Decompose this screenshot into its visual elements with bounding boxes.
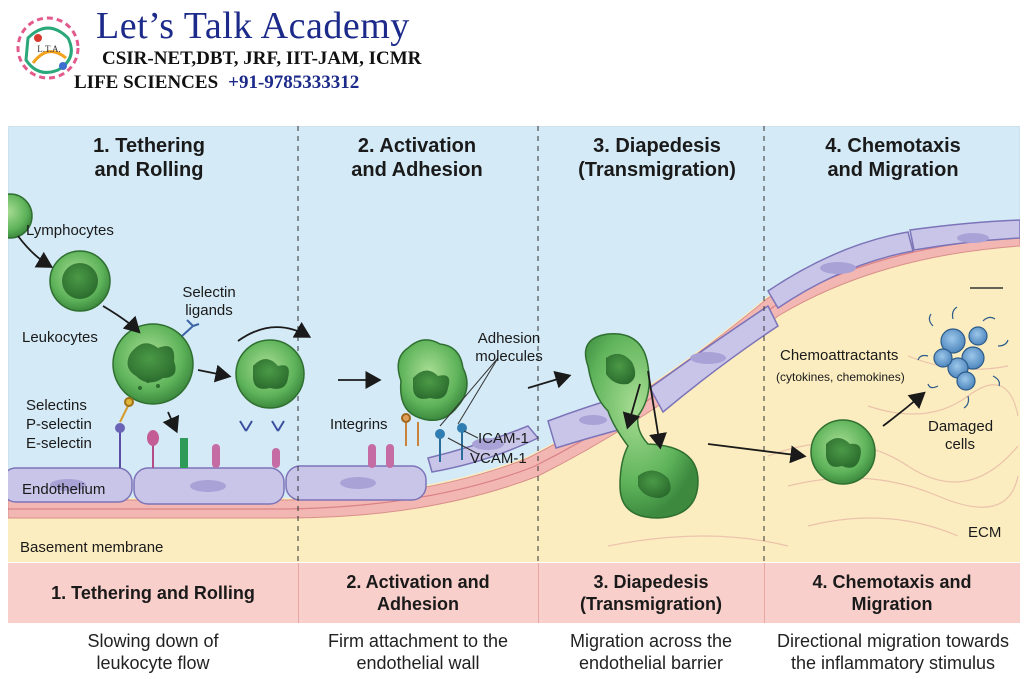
- academy-logo: L.T.A.: [16, 16, 80, 80]
- stage-3-heading: 3. Diapedesis(Transmigration): [578, 135, 736, 181]
- label-endothelium: Endothelium: [22, 481, 106, 498]
- band-separator-3: [764, 563, 765, 623]
- endothelial-receptors: [115, 423, 467, 468]
- svg-text:L.T.A.: L.T.A.: [37, 44, 61, 54]
- label-lymphocytes: Lymphocytes: [26, 222, 114, 239]
- brand-header: L.T.A. Let’s Talk Academy CSIR-NET,DBT, …: [0, 0, 1024, 120]
- life-sciences-label: LIFE SCIENCES: [74, 72, 219, 93]
- flow-arrows: [17, 235, 926, 464]
- brand-title: Let’s Talk Academy: [96, 5, 410, 47]
- label-integrins: Integrins: [330, 416, 388, 433]
- band-stage-1: 1. Tethering and Rolling: [51, 583, 255, 603]
- band-separator-2: [538, 563, 539, 623]
- partial-cell: [8, 193, 33, 239]
- label-vcam-1: VCAM-1: [470, 450, 527, 467]
- leukocyte-cell-rolling-2: [235, 339, 305, 409]
- label-selectins: Selectins: [26, 397, 87, 414]
- label-e-selectin: E-selectin: [26, 435, 92, 452]
- label-p-selectin: P-selectin: [26, 416, 92, 433]
- label-leukocytes: Leukocytes: [22, 329, 98, 346]
- band-separator-1: [298, 563, 299, 623]
- stage-separators: [297, 126, 765, 562]
- leukocyte-cell-adhering: [397, 339, 468, 421]
- leukocyte-cell-migrating: [810, 419, 876, 485]
- leukocyte-ligands: [119, 319, 419, 446]
- basement-membrane: [8, 227, 1020, 519]
- damaged-cells-cluster: [917, 306, 1009, 409]
- band-stage-3: 3. Diapedesis(Transmigration): [579, 572, 722, 614]
- brand-subtitle: CSIR-NET,DBT, JRF, IIT-JAM, ICMR: [102, 48, 422, 69]
- phone-number: +91-9785333312: [228, 72, 360, 93]
- label-basement-membrane: Basement membrane: [20, 539, 164, 556]
- lymphocyte-cell: [49, 250, 111, 312]
- stage-summary-band: [8, 563, 1020, 623]
- label-chemoattractants: Chemoattractants: [780, 347, 899, 364]
- label-icam-1: ICAM-1: [478, 430, 529, 447]
- leukocyte-extravasation-diagram: [8, 126, 1020, 562]
- brand-subject-line: LIFE SCIENCES +91-9785333312: [74, 72, 359, 94]
- leukocyte-cell-transmigrating: [584, 333, 699, 519]
- label-chemoattractants-sub: (cytokines, chemokines): [776, 370, 905, 384]
- leukocyte-cell-rolling: [112, 323, 194, 405]
- label-ecm: ECM: [968, 524, 1002, 541]
